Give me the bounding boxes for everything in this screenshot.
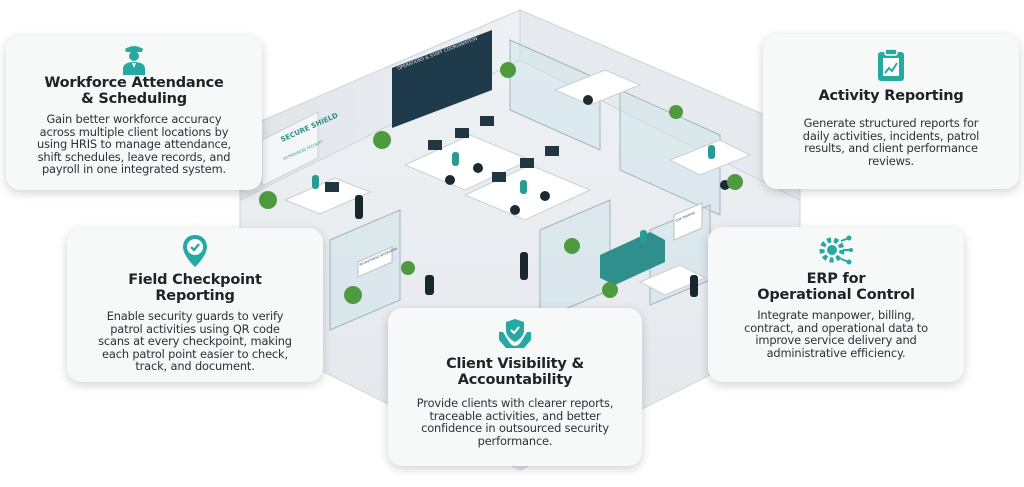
- activity-reporting-card: Activity Reporting Generate structured r…: [763, 34, 1019, 189]
- plants: [259, 62, 743, 304]
- erp-line-3: improve service delivery and: [755, 333, 917, 348]
- erp-title: ERP for Operational Control: [722, 271, 950, 303]
- workforce-attendance-title-line2: & Scheduling: [81, 91, 187, 107]
- field-checkpoint-title-line1: Field Checkpoint: [128, 272, 262, 288]
- desks: [283, 69, 752, 296]
- monitors: [325, 116, 559, 192]
- activity-reporting-line-4: reviews.: [867, 153, 915, 168]
- people: [355, 195, 698, 297]
- workforce-attendance-line-3: using HRIS to manage attendance,: [37, 137, 231, 152]
- erp-title-line2: Operational Control: [757, 287, 915, 303]
- gear-network-icon: [819, 235, 853, 265]
- workforce-attendance-line-4: shift schedules, leave records, and: [37, 149, 231, 164]
- erp-description: Integrate manpower, billing, contract, a…: [722, 309, 950, 359]
- staff-people: [312, 145, 715, 244]
- workforce-attendance-title: Workforce Attendance & Scheduling: [20, 75, 248, 107]
- workforce-attendance-title-line1: Workforce Attendance: [44, 75, 224, 91]
- shield-hands-icon: [499, 319, 531, 348]
- field-checkpoint-card: Field Checkpoint Reporting Enable securi…: [67, 228, 323, 382]
- chairs: [445, 95, 730, 215]
- client-visibility-title-line1: Client Visibility &: [446, 356, 584, 372]
- client-visibility-title: Client Visibility & Accountability: [402, 356, 628, 388]
- erp-line-4: administrative efficiency.: [766, 345, 906, 360]
- field-checkpoint-line-1: Enable security guards to verify: [106, 309, 284, 323]
- location-check-icon: [183, 235, 207, 267]
- guard-icon: [123, 46, 145, 75]
- activity-reporting-line-1: Generate structured reports for: [803, 116, 979, 130]
- workforce-attendance-card: Workforce Attendance & Scheduling Gain b…: [6, 35, 262, 190]
- secure-shield-sign: [261, 111, 319, 187]
- field-checkpoint-line-5: track, and document.: [135, 359, 255, 374]
- client-visibility-line-1: Provide clients with clearer reports,: [416, 396, 614, 410]
- client-visibility-description: Provide clients with clearer reports, tr…: [402, 397, 628, 447]
- client-visibility-line-3: confidence in outsourced security: [421, 421, 609, 436]
- activity-reporting-description: Generate structured reports for daily ac…: [777, 117, 1005, 167]
- erp-card: ERP for Operational Control Integrate ma…: [708, 227, 964, 382]
- lounge-wall-sign: [673, 202, 703, 241]
- workforce-attendance-description: Gain better workforce accuracy across mu…: [20, 113, 248, 176]
- activity-reporting-title: Activity Reporting: [818, 88, 964, 104]
- field-checkpoint-line-2: patrol activities using QR code: [110, 321, 280, 336]
- workforce-attendance-line-2: across multiple client locations by: [39, 124, 229, 139]
- recruitment-room-sign: [357, 246, 393, 278]
- erp-line-2: contract, and operational data to: [744, 320, 928, 335]
- field-checkpoint-title: Field Checkpoint Reporting: [81, 272, 309, 304]
- lounge-sofa: [600, 232, 665, 285]
- client-visibility-title-line2: Accountability: [457, 372, 573, 388]
- client-visibility-line-4: performance.: [477, 433, 553, 448]
- field-checkpoint-description: Enable security guards to verify patrol …: [81, 310, 309, 373]
- operations-screen: [392, 30, 492, 128]
- field-checkpoint-line-3: scans at every checkpoint, making: [98, 334, 292, 349]
- clipboard-chart-icon: [878, 48, 904, 81]
- activity-reporting-line-2: daily activities, incidents, patrol: [802, 128, 980, 143]
- erp-title-line1: ERP for: [806, 271, 866, 287]
- workforce-attendance-line-5: payroll in one integrated system.: [41, 162, 227, 177]
- field-checkpoint-line-4: each patrol point easier to check,: [102, 346, 288, 361]
- client-visibility-card: Client Visibility & Accountability Provi…: [388, 308, 642, 466]
- activity-reporting-line-3: results, and client performance: [804, 141, 978, 156]
- erp-line-1: Integrate manpower, billing,: [757, 308, 915, 322]
- workforce-attendance-line-1: Gain better workforce accuracy: [46, 112, 222, 126]
- client-visibility-line-2: traceable activities, and better: [429, 408, 601, 423]
- field-checkpoint-title-line2: Reporting: [155, 288, 235, 304]
